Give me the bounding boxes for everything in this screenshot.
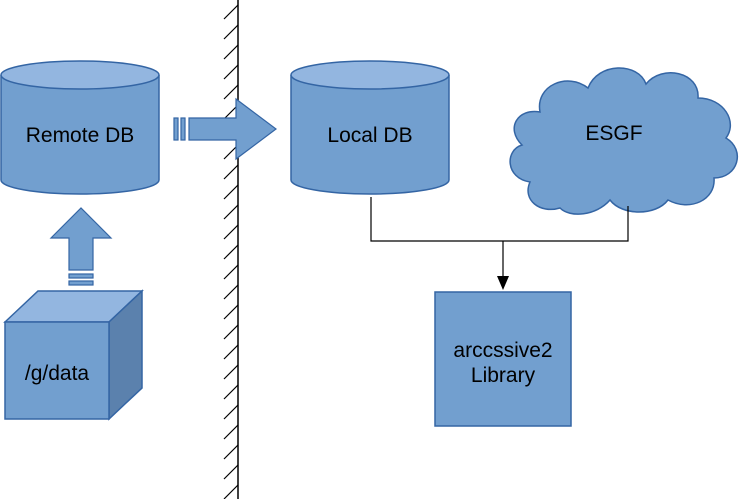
local-db-label: Local DB [327, 124, 412, 147]
connector-arrowhead [497, 276, 509, 290]
esgf-label: ESGF [585, 122, 642, 145]
remote-db-cylinder: Remote DB [0, 60, 160, 195]
gdata-storage-box: /g/data [3, 289, 144, 421]
esgf-cloud: ESGF [509, 67, 738, 215]
library-label-line2: Library [471, 364, 536, 387]
gdata-label: /g/data [25, 362, 90, 385]
local-db-cylinder: Local DB [290, 60, 450, 195]
sync-arrow-up [49, 207, 113, 286]
remote-db-label: Remote DB [26, 124, 135, 147]
connector-lines [370, 197, 629, 276]
sync-arrow-right [173, 97, 277, 161]
firewall-barrier [223, 0, 239, 499]
library-box: arccssive2 Library [434, 291, 572, 427]
library-label-line1: arccssive2 [453, 339, 552, 362]
